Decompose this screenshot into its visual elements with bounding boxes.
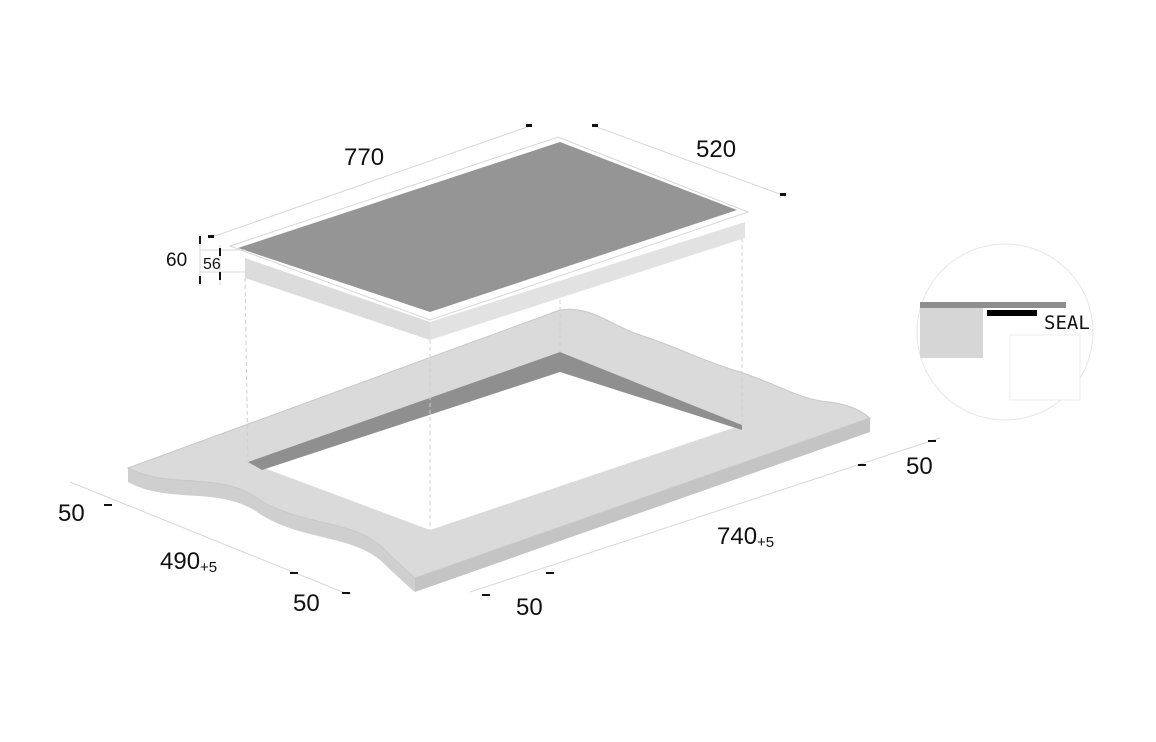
seal-label: SEAL [1044,312,1090,334]
dimension-lines [69,125,941,596]
dim-cutout-length: 740+5 [717,523,775,551]
dim-margin-right: 50 [906,453,933,480]
dim-margin-front-right: 50 [516,594,543,621]
cutout-opening [248,352,742,530]
hob-left-side [245,258,430,340]
dim-cutout-width: 490+5 [160,548,218,576]
hob-glass [238,142,737,312]
hob-front-side [430,222,745,340]
dim-margin-front-left: 50 [293,590,320,617]
dim-hob-length: 770 [344,144,385,171]
countertop-front-edge [128,468,415,592]
dim-hob-height-body: 56 [203,256,221,273]
cutout-length-value: 740 [717,523,758,550]
detail-hob-body [1009,334,1081,401]
dim-hob-width: 520 [696,136,737,163]
cutout-width-tolerance: +5 [200,559,218,576]
detail-seal [987,310,1037,316]
countertop [126,308,872,592]
seal-detail [916,243,1094,421]
cutout-width-value: 490 [160,548,201,575]
dim-hob-height-total: 60 [166,250,188,271]
cutout-length-tolerance: +5 [757,534,775,551]
cutout-back-wall [248,352,742,470]
dimension-ticks [104,124,936,596]
dim-margin-left: 50 [58,500,85,527]
countertop-front-right-edge [415,418,870,592]
detail-glass [920,302,1066,308]
hob [228,136,750,340]
projection-lines [244,238,743,530]
detail-counter [920,308,983,358]
